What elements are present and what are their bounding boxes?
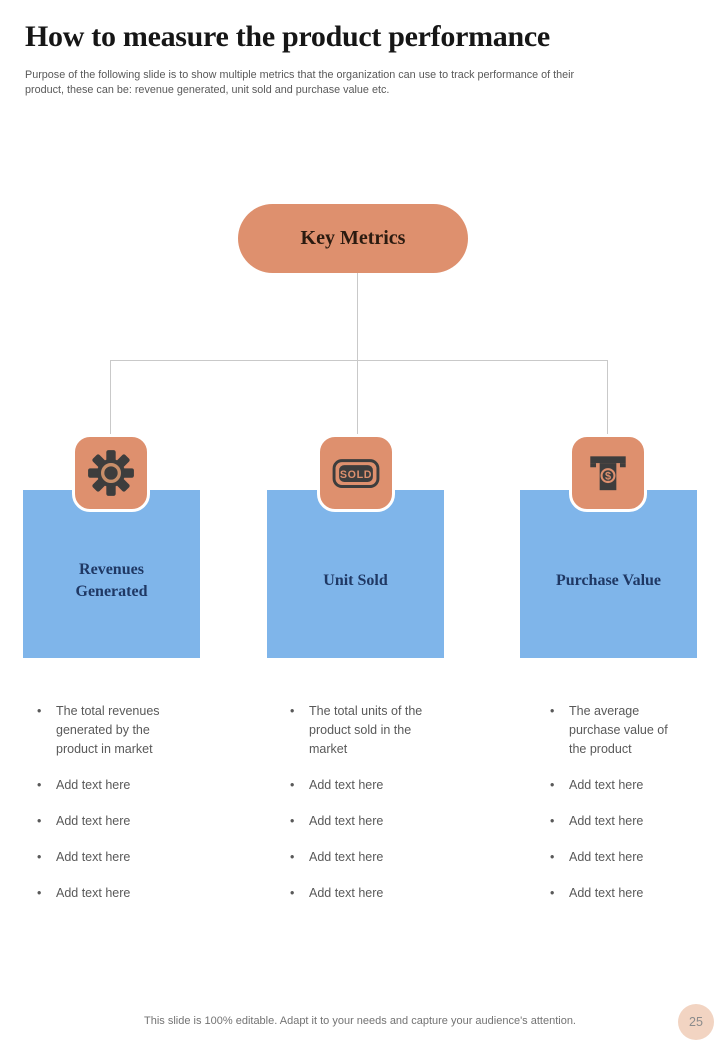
page-subtitle: Purpose of the following slide is to sho… bbox=[25, 69, 575, 97]
dollar-sign-text: $ bbox=[605, 471, 611, 483]
key-metrics-label: Key Metrics bbox=[300, 227, 406, 249]
metric-label: Revenues Generated bbox=[75, 560, 148, 600]
page-number-badge: 25 bbox=[678, 1004, 714, 1040]
bullet-list-unit-sold: The total units of the product sold in t… bbox=[283, 702, 431, 920]
connector-line bbox=[357, 273, 358, 360]
list-item: Add text here bbox=[30, 884, 177, 903]
atm-cash-icon: $ bbox=[583, 448, 633, 498]
connector-line bbox=[357, 360, 358, 438]
list-item: Add text here bbox=[283, 776, 431, 795]
connector-line bbox=[110, 360, 111, 438]
list-item: Add text here bbox=[30, 848, 177, 867]
list-item: Add text here bbox=[283, 884, 431, 903]
revenues-icon-tile bbox=[72, 434, 150, 512]
list-item: The average purchase value of the produc… bbox=[543, 702, 675, 759]
list-item: Add text here bbox=[30, 776, 177, 795]
list-item: Add text here bbox=[543, 812, 675, 831]
page-title: How to measure the product performance bbox=[25, 20, 550, 53]
bullet-list-revenues: The total revenues generated by the prod… bbox=[30, 702, 177, 920]
list-item: The total revenues generated by the prod… bbox=[30, 702, 177, 759]
metric-label: Unit Sold bbox=[323, 571, 388, 589]
sold-sign-icon: SOLD bbox=[329, 446, 383, 500]
gear-icon bbox=[86, 448, 136, 498]
list-item: Add text here bbox=[543, 884, 675, 903]
list-item: Add text here bbox=[543, 848, 675, 867]
list-item: Add text here bbox=[543, 776, 675, 795]
metric-box-revenues: Revenues Generated bbox=[23, 490, 200, 658]
list-item: Add text here bbox=[283, 848, 431, 867]
connector-line bbox=[607, 360, 608, 438]
purchase-value-icon-tile: $ bbox=[569, 434, 647, 512]
connector-line bbox=[110, 360, 608, 361]
list-item: Add text here bbox=[30, 812, 177, 831]
unit-sold-icon-tile: SOLD bbox=[317, 434, 395, 512]
metric-box-unit-sold: Unit Sold bbox=[267, 490, 444, 658]
metric-label: Purchase Value bbox=[555, 571, 662, 589]
footer-note: This slide is 100% editable. Adapt it to… bbox=[144, 1015, 576, 1027]
list-item: Add text here bbox=[283, 812, 431, 831]
bullet-list-purchase-value: The average purchase value of the produc… bbox=[543, 702, 675, 920]
sold-sign-text: SOLD bbox=[340, 469, 372, 481]
metric-box-purchase-value: Purchase Value bbox=[520, 490, 697, 658]
key-metrics-node: Key Metrics bbox=[238, 204, 468, 273]
list-item: The total units of the product sold in t… bbox=[283, 702, 431, 759]
